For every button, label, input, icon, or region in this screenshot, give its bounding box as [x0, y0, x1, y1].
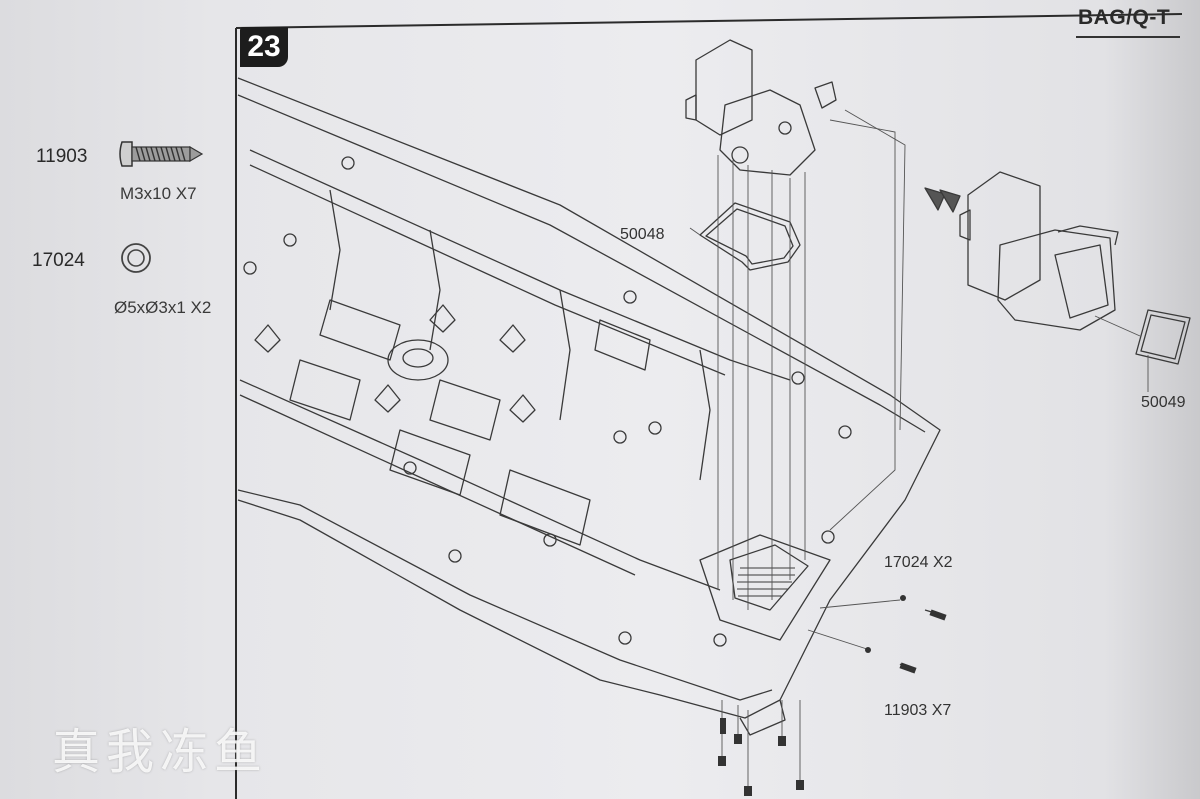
washer-icon: [121, 243, 151, 273]
callout-washer-qty: 17024 X2: [884, 554, 953, 571]
legend-screw-part-number: 11903: [36, 146, 88, 167]
callout-screw-qty: 11903 X7: [884, 702, 952, 719]
legend-screw-spec: M3x10 X7: [120, 184, 197, 203]
legend-washer-part-number: 17024: [32, 250, 85, 271]
bag-label-underline: [1076, 36, 1180, 38]
callout-gasket-50049: 50049: [1141, 394, 1186, 411]
bag-label: BAG/Q-T: [1078, 6, 1171, 29]
step-number-badge: 23: [240, 27, 288, 67]
callout-gasket-50048: 50048: [620, 226, 665, 243]
screw-icon: [119, 141, 204, 167]
legend-washer-spec: Ø5xØ3x1 X2: [114, 298, 212, 317]
watermark-text: 真我冻鱼: [52, 724, 269, 780]
